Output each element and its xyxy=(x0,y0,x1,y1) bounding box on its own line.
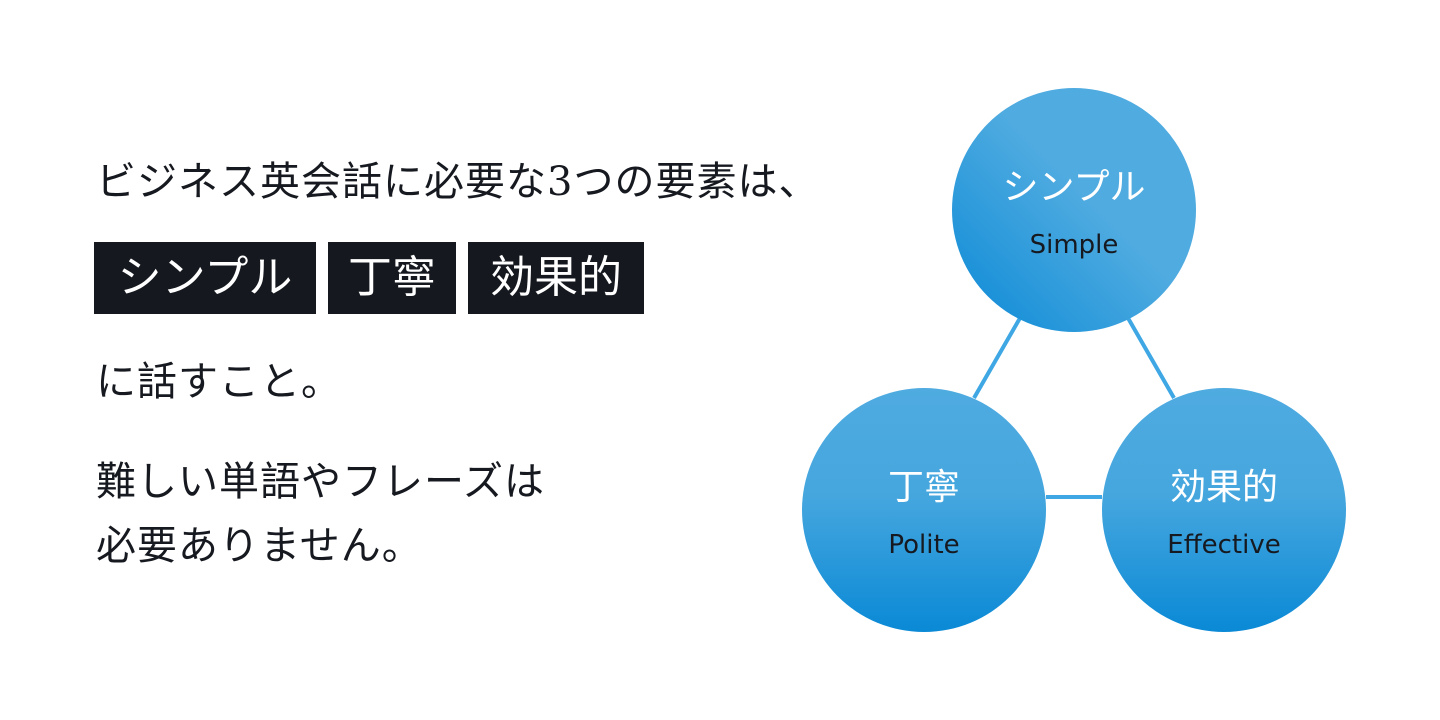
note-line-2: 必要ありません。 xyxy=(96,523,423,569)
keyword-tag-effective: 効果的 xyxy=(468,242,644,314)
node-effective-jp-label: 効果的 xyxy=(1169,467,1278,508)
node-effective-en-label: Effective xyxy=(1167,530,1281,560)
node-simple-jp-label: シンプル xyxy=(1002,167,1146,208)
keyword-tag-simple: シンプル xyxy=(94,242,316,314)
note-line-1: 難しい単語やフレーズは xyxy=(96,459,545,505)
node-polite: 丁寧 Polite xyxy=(802,388,1046,632)
node-simple-en-label: Simple xyxy=(1029,230,1119,260)
intro-line: ビジネス英会話に必要な3つの要素は、 xyxy=(96,159,820,205)
node-simple: シンプル Simple xyxy=(952,88,1196,332)
node-effective: 効果的 Effective xyxy=(1102,388,1346,632)
node-polite-jp-label: 丁寧 xyxy=(887,467,960,508)
message-panel: ビジネス英会話に必要な3つの要素は、 シンプル 丁寧 効果的 に話すこと。 難し… xyxy=(94,159,818,569)
keyword-tag-polite: 丁寧 xyxy=(328,242,456,314)
node-polite-en-label: Polite xyxy=(888,530,960,560)
speak-line: に話すこと。 xyxy=(96,359,342,405)
